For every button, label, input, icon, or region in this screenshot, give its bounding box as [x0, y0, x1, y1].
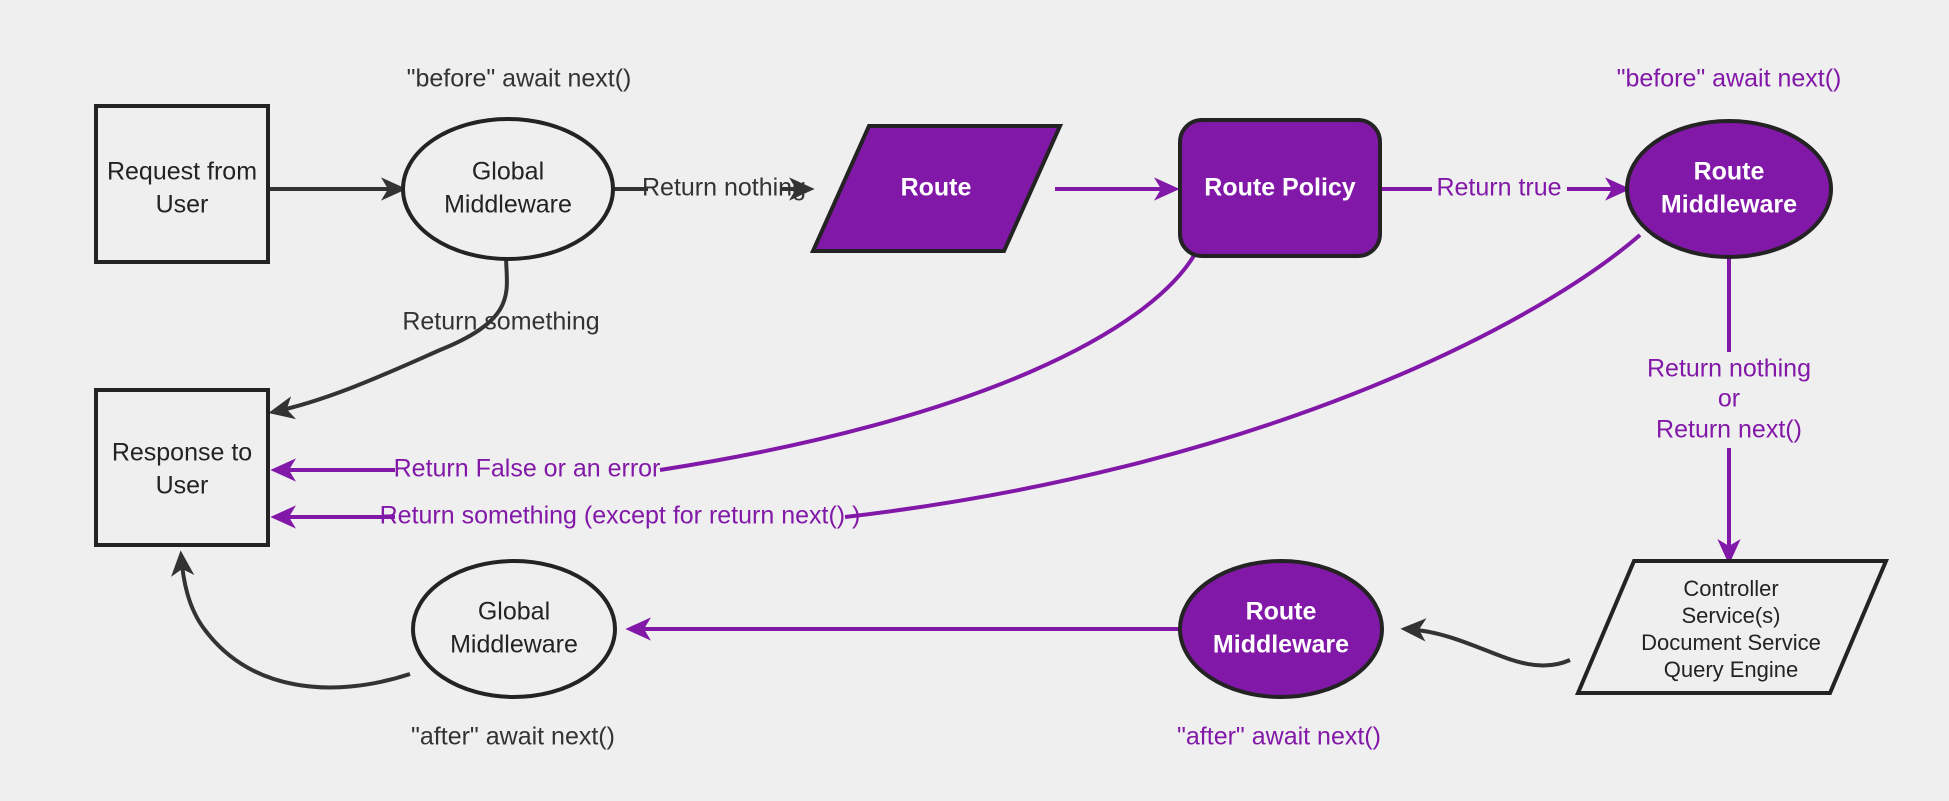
node-route-middleware-bottom-label-line2: Middleware: [1213, 631, 1349, 659]
node-response-label-line1: Response to: [112, 439, 252, 467]
node-global-middleware-top[interactable]: Global Middleware: [401, 117, 615, 261]
node-global-middleware-bottom-label-line2: Middleware: [450, 631, 578, 659]
edge-routemw-to-response-curve: [844, 233, 1642, 519]
edge-policy-to-response-curve: [659, 252, 1197, 472]
node-global-middleware-top-label-line1: Global: [472, 158, 544, 186]
edge-label-return-nothing-or-line1: Return nothing: [1647, 355, 1811, 383]
node-controller-label-line4: Query Engine: [1664, 657, 1799, 682]
note-before-route-middleware: "before" await next(): [1617, 65, 1842, 93]
note-after-route-middleware: "after" await next(): [1177, 723, 1381, 751]
node-request[interactable]: Request from User: [94, 104, 270, 264]
node-response-label-line2: User: [156, 472, 209, 500]
edge-label-return-something-except: Return something (except for return next…: [380, 502, 861, 530]
node-controller-shape: [1574, 559, 1890, 695]
node-route-middleware-bottom-label-line1: Route: [1246, 598, 1317, 626]
node-request-label-line2: User: [156, 191, 209, 219]
node-route-policy-shape: [1178, 118, 1382, 258]
edge-label-return-nothing-or-line2: or: [1718, 385, 1740, 413]
node-route-middleware-bottom-shape: [1178, 559, 1384, 699]
edge-global-bottom-to-response: [171, 550, 411, 690]
node-route-policy-label: Route Policy: [1204, 174, 1356, 202]
node-response[interactable]: Response to User: [94, 388, 270, 547]
node-response-shape: [94, 388, 270, 547]
node-controller[interactable]: Controller Service(s) Document Service Q…: [1574, 559, 1890, 695]
node-controller-label-line2: Service(s): [1681, 603, 1780, 628]
node-global-middleware-top-shape: [401, 117, 615, 261]
node-global-middleware-bottom-label-line1: Global: [478, 598, 550, 626]
node-controller-label-line3: Document Service: [1641, 630, 1821, 655]
node-route-middleware-top[interactable]: Route Middleware: [1625, 119, 1833, 259]
node-route[interactable]: Route: [809, 124, 1064, 253]
edge-label-return-nothing: Return nothing: [642, 174, 806, 202]
edge-controller-to-routemw-bottom: [1400, 618, 1571, 668]
node-route-middleware-top-shape: [1625, 119, 1833, 259]
node-route-label: Route: [901, 174, 972, 202]
node-global-middleware-top-label-line2: Middleware: [444, 191, 572, 219]
node-request-label-line1: Request from: [107, 158, 257, 186]
note-before-global-middleware: "before" await next(): [407, 65, 632, 93]
node-route-policy[interactable]: Route Policy: [1178, 118, 1382, 258]
edge-label-return-nothing-or-line3: Return next(): [1656, 416, 1802, 444]
node-route-middleware-top-label-line1: Route: [1694, 158, 1765, 186]
edge-global-to-response: [268, 254, 509, 420]
node-global-middleware-bottom[interactable]: Global Middleware: [411, 559, 617, 699]
edge-label-return-false-or-error: Return False or an error: [394, 455, 661, 483]
node-request-shape: [94, 104, 270, 264]
node-route-shape: [809, 124, 1064, 253]
edge-label-return-true: Return true: [1436, 174, 1561, 202]
node-route-middleware-top-label-line2: Middleware: [1661, 191, 1797, 219]
node-global-middleware-bottom-shape: [411, 559, 617, 699]
node-controller-label-line1: Controller: [1683, 576, 1778, 601]
note-after-global-middleware: "after" await next(): [411, 723, 615, 751]
edge-label-return-something: Return something: [402, 308, 599, 336]
node-route-middleware-bottom[interactable]: Route Middleware: [1178, 559, 1384, 699]
